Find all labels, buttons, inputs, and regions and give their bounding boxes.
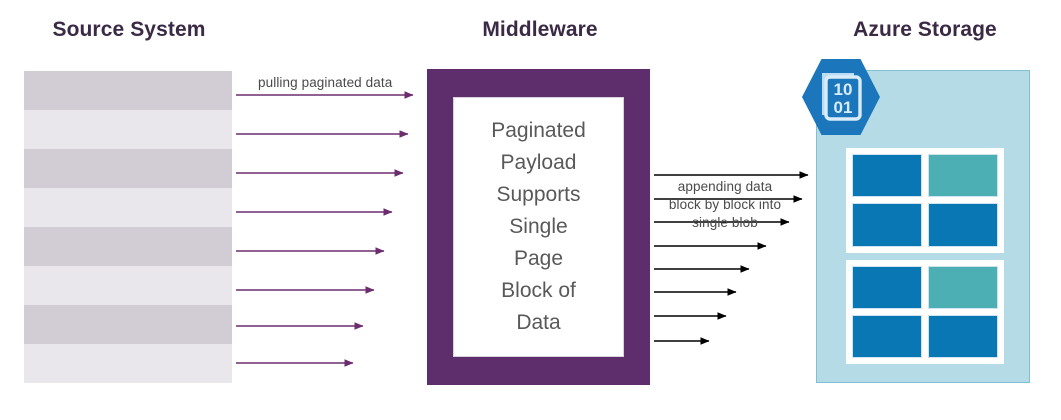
page-title-source-system: Source System [52,18,206,41]
page-title-azure-storage: Azure Storage [853,18,997,41]
azure-block-tile [928,314,998,358]
azure-block-groups [846,148,1004,364]
azure-block-tile [852,154,922,198]
pulling-paginated-data-label: pulling paginated data [258,75,393,90]
source-system-row [24,344,232,383]
azure-block-tile [852,265,922,309]
azure-block-group [846,148,1004,253]
source-system-row [24,305,232,344]
source-system-row [24,188,232,227]
azure-block-tile [852,203,922,247]
azure-blob-storage-icon: 10 01 [802,59,880,135]
source-system-row [24,227,232,266]
azure-badge-digits-top: 10 [834,80,853,99]
azure-badge-digits-bottom: 01 [834,98,853,117]
azure-block-tile [852,314,922,358]
azure-block-tile [928,154,998,198]
source-system-row [24,149,232,188]
page-title-middleware: Middleware [482,18,598,41]
azure-block-tile [928,203,998,247]
source-system-stack [24,71,232,383]
source-system-row [24,71,232,110]
source-system-row [24,110,232,149]
azure-block-group [846,259,1004,364]
azure-block-tile [928,265,998,309]
source-system-row [24,266,232,305]
